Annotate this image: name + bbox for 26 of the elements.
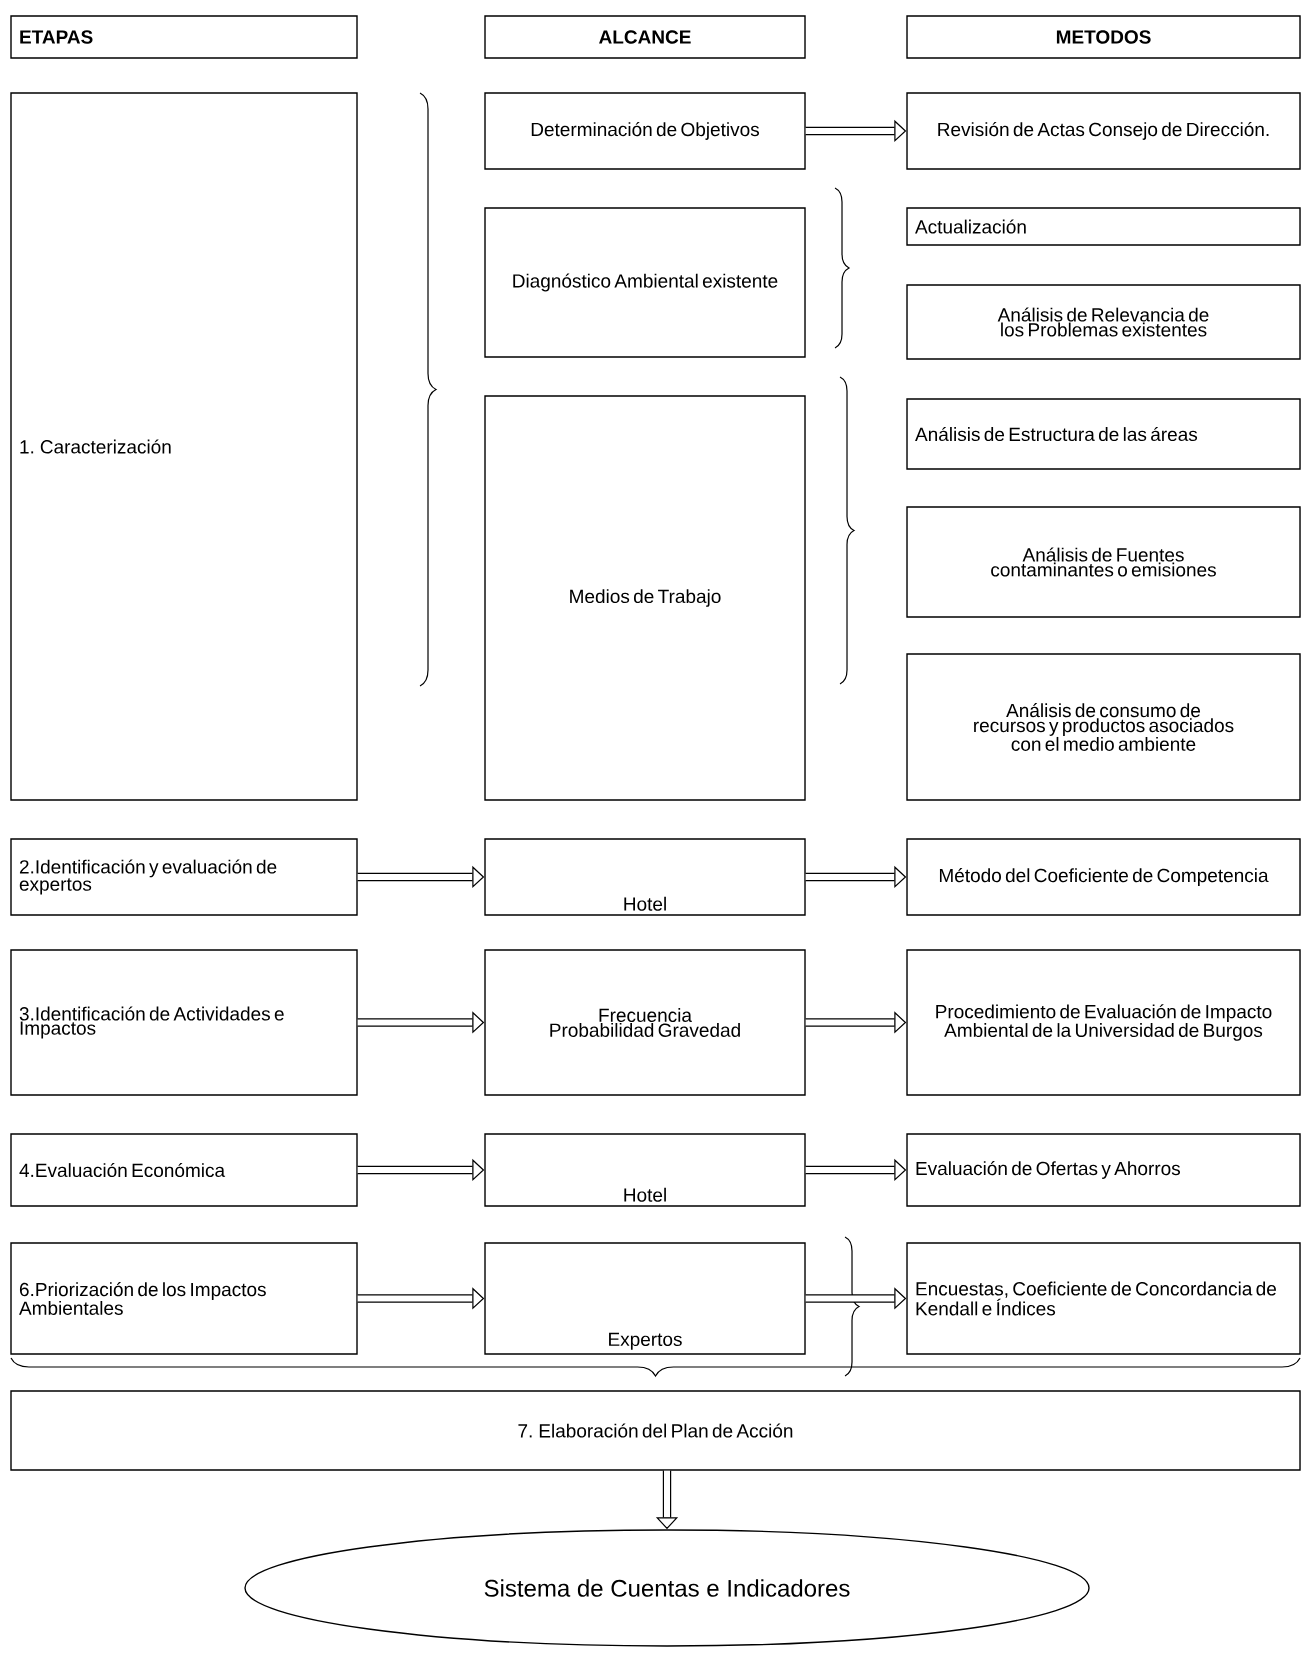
header-box: METODOS xyxy=(906,15,1301,59)
method-box: Revisión de Actas Consejo de Dirección. xyxy=(906,92,1301,170)
method-box: Análisis de Estructura de las áreas xyxy=(906,398,1301,470)
scope-box: Diagnóstico Ambiental existente xyxy=(484,207,806,358)
method-box: Procedimiento de Evaluación de Impacto Ambiental de la Universidad de Burgos xyxy=(906,949,1301,1096)
stage-box: 6.Priorización de los Impactos Ambientales xyxy=(10,1242,358,1355)
scope-box: Determinación de Objetivos xyxy=(484,92,806,170)
method-box: Encuestas, Coeficiente de Concordancia de Kendall e Índices xyxy=(906,1242,1301,1355)
method-box: Análisis de consumo de recursos y productos asociados con el medio ambiente xyxy=(906,653,1301,801)
scope-box: Hotel xyxy=(484,1133,806,1207)
method-box: Análisis de Relevancia de los Problemas existentes xyxy=(906,284,1301,360)
method-box: Evaluación de Ofertas y Ahorros xyxy=(906,1133,1301,1207)
plan-box: 7. Elaboración del Plan de Acción xyxy=(10,1390,1301,1471)
stage-box: 2.Identificación y evaluación de expertos xyxy=(10,838,358,916)
method-box: Actualización xyxy=(906,207,1301,246)
stage-box: 3.Identificación de Actividades e Impactos xyxy=(10,949,358,1096)
header-box: ETAPAS xyxy=(10,15,358,59)
method-box: Método del Coeficiente de Competencia xyxy=(906,838,1301,916)
header-box: ALCANCE xyxy=(484,15,806,59)
stage-box: 1. Caracterización xyxy=(10,92,358,801)
scope-box: Medios de Trabajo xyxy=(484,395,806,801)
scope-box: Expertos xyxy=(484,1242,806,1355)
scope-box: Frecuencia Probabilidad Gravedad xyxy=(484,949,806,1096)
method-box: Análisis de Fuentes contaminantes o emisiones xyxy=(906,506,1301,618)
scope-box: Hotel xyxy=(484,838,806,916)
stage-box: 4.Evaluación Económica xyxy=(10,1133,358,1207)
